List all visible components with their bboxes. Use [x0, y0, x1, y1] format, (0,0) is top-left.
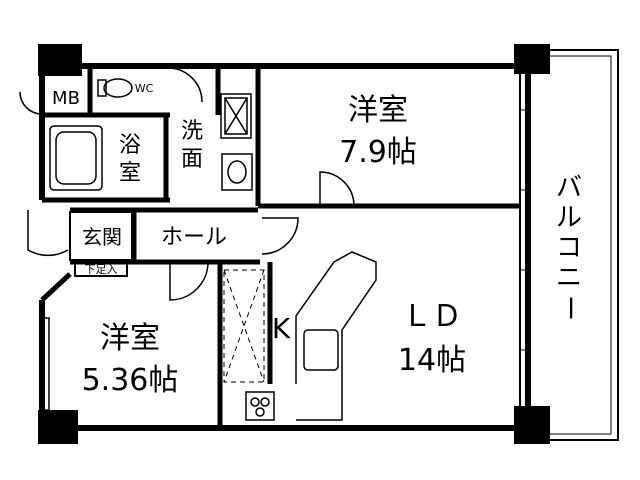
western-room-1-name: 洋室: [348, 93, 408, 128]
balcony-label: バ ル コ ニ ー: [554, 173, 584, 321]
living-dining-name: ＬＤ: [402, 299, 462, 334]
stove-icon: [245, 391, 275, 421]
balcony-char-2: ル: [556, 203, 582, 233]
western-room-1-size: 7.9帖: [339, 135, 417, 170]
washbasin: [221, 153, 253, 191]
balcony-char-1: バ: [556, 173, 582, 203]
entrance-area: [69, 211, 133, 277]
shoe-storage-label: 下足入: [85, 263, 118, 276]
interior-walls: [40, 66, 520, 428]
refrigerator-space: [223, 269, 265, 383]
entrance-label: 玄関: [82, 225, 122, 249]
pillars: [38, 44, 550, 444]
washroom-label-2: 面: [181, 147, 203, 172]
windows: [42, 317, 50, 411]
outer-walls: [39, 63, 531, 431]
living-dining-size: 14帖: [398, 343, 466, 378]
bathroom-label-2: 室: [119, 161, 141, 186]
hall-label: ホール: [161, 225, 227, 250]
western-room-2-name: 洋室: [100, 321, 160, 356]
western-room-2-size: 5.36帖: [82, 363, 179, 398]
toilet-label: WC: [135, 82, 154, 95]
washing-machine-pan: [220, 93, 252, 139]
toilet-fixture: [97, 78, 133, 98]
balcony-char-3: コ: [556, 233, 582, 263]
kitchen-counter: [295, 251, 377, 421]
kitchen-label: K: [272, 312, 291, 345]
meter-box-label: MB: [52, 88, 80, 109]
bathtub: [49, 125, 103, 191]
bathroom-label-1: 浴: [119, 133, 141, 158]
balcony-char-4: ニ: [556, 263, 582, 293]
doors: [19, 67, 355, 301]
washroom-label-1: 洗: [181, 119, 203, 144]
balcony-char-5: ー: [554, 295, 584, 321]
